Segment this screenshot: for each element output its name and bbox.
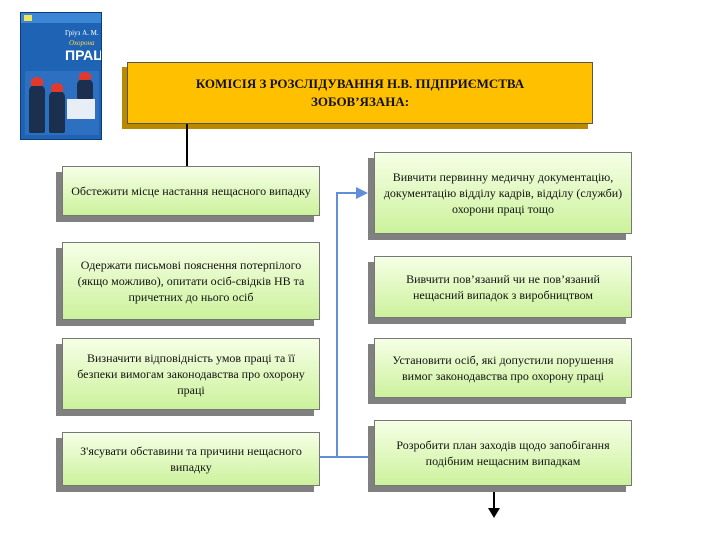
left-item-2: Одержати письмові пояснення потерпілого …	[62, 242, 320, 320]
left-item-4-text: З'ясувати обставини та причини нещасного…	[69, 443, 313, 475]
arrowhead-right-top	[356, 187, 368, 199]
right-item-2: Вивчити пов’язаний чи не пов’язаний неща…	[374, 256, 632, 318]
right-item-2-text: Вивчити пов’язаний чи не пов’язаний неща…	[381, 271, 625, 303]
left-item-2-text: Одержати письмові пояснення потерпілого …	[69, 257, 313, 305]
right-item-1-text: Вивчити первинну медичну документацію, д…	[381, 169, 625, 217]
left-item-4: З'ясувати обставини та причини нещасного…	[62, 432, 320, 486]
right-item-3-text: Установити осіб, які допустили порушення…	[381, 352, 625, 384]
right-item-1: Вивчити первинну медичну документацію, д…	[374, 152, 632, 234]
right-item-4: Розробити план заходів щодо запобігання …	[374, 420, 632, 486]
right-item-3: Установити осіб, які допустили порушення…	[374, 338, 632, 398]
left-item-1: Обстежити місце настання нещасного випад…	[62, 166, 320, 216]
right-item-4-text: Розробити план заходів щодо запобігання …	[381, 437, 625, 469]
left-item-3-text: Визначити відповідність умов праці та її…	[69, 350, 313, 398]
left-item-1-text: Обстежити місце настання нещасного випад…	[71, 183, 311, 199]
arrowhead-bottom	[488, 508, 500, 518]
left-item-3: Визначити відповідність умов праці та її…	[62, 338, 320, 410]
